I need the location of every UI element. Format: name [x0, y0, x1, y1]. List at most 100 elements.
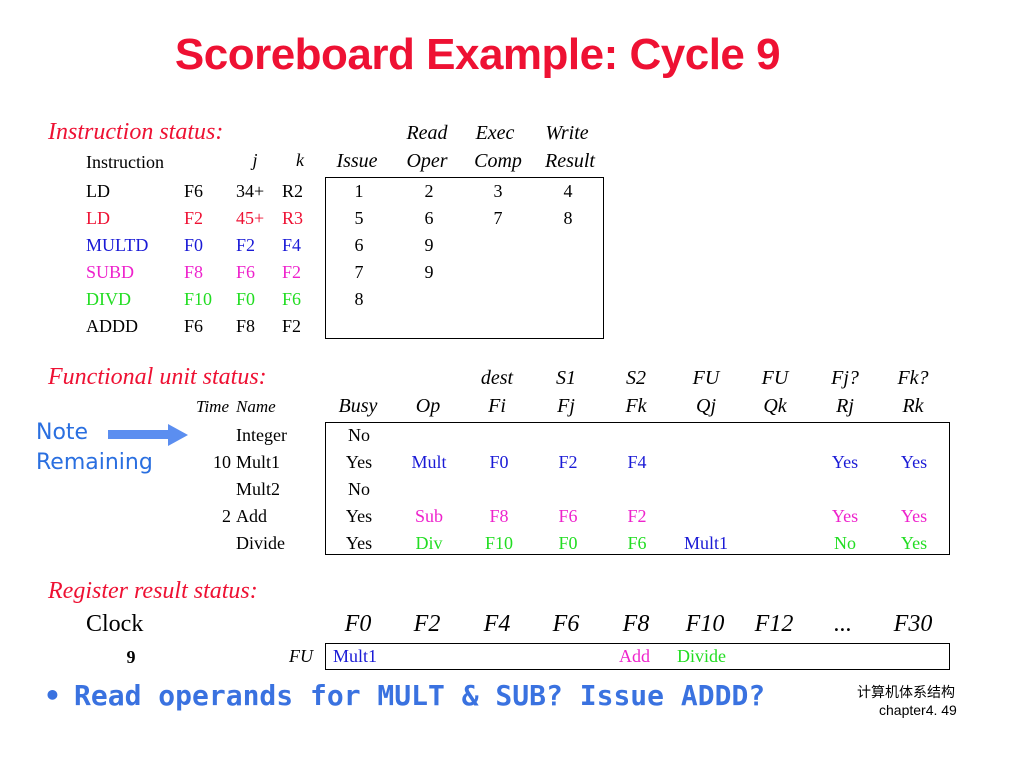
instr-cell-k: F2: [282, 262, 302, 282]
fu-cell-rk: Yes: [900, 533, 928, 553]
instr-cell-k: R2: [282, 181, 304, 201]
fu-cell-time: 10: [213, 452, 231, 472]
fu-cell-fk: F4: [627, 452, 647, 472]
fu-hdr-fu2: FU: [761, 367, 789, 389]
instr-cell-j: 45+: [236, 208, 265, 228]
instr-cell-k: F6: [282, 289, 302, 309]
clock-value: 9: [126, 647, 136, 667]
fu-hdr-s2: S2: [626, 367, 646, 389]
instr-cell-j: F8: [236, 316, 256, 336]
instr-cell-issue: 6: [354, 235, 364, 255]
fu-cell-rk: Yes: [900, 452, 928, 472]
remaining-label: Remaining: [36, 450, 153, 475]
instr-cell-issue: 1: [354, 181, 364, 201]
instr-cell-exec: 7: [493, 208, 503, 228]
fu-hdr-busy: Busy: [338, 395, 378, 417]
register-header: F30: [893, 611, 933, 637]
hdr-read: Read: [406, 122, 448, 144]
instr-cell-op: SUBD: [86, 262, 135, 282]
instr-cell-op: MULTD: [86, 235, 149, 255]
fu-cell-busy: No: [348, 479, 370, 499]
fu-hdr-time: Time: [195, 397, 229, 416]
fu-cell-rj: Yes: [831, 452, 859, 472]
instr-cell-j: F0: [236, 289, 256, 309]
register-result-box: [325, 643, 950, 670]
instr-cell-issue: 7: [354, 262, 364, 282]
fu-cell-op: Sub: [414, 506, 444, 526]
fu-cell-name: Mult2: [236, 479, 281, 499]
fu-hdr-fi: Fi: [488, 395, 506, 417]
fu-hdr-fu1: FU: [692, 367, 720, 389]
instr-cell-dest: F0: [184, 235, 204, 255]
instr-cell-j: 34+: [236, 181, 265, 201]
register-header: F2: [413, 611, 441, 637]
register-value: Divide: [677, 646, 726, 666]
fu-hdr-fk2: Fk: [625, 395, 647, 417]
register-result-heading: Register result status:: [48, 578, 258, 604]
instr-cell-dest: F2: [184, 208, 204, 228]
fu-cell-rj: No: [834, 533, 856, 553]
instr-cell-issue: 8: [354, 289, 364, 309]
arrow-right-icon: [108, 424, 188, 446]
footer-page: chapter4. 49: [879, 702, 957, 718]
fu-cell-qj: Mult1: [683, 533, 729, 553]
footer-course: 计算机体系结构: [857, 684, 955, 700]
fu-cell-fk: F6: [627, 533, 647, 553]
instr-cell-read: 9: [424, 262, 434, 282]
register-header: ...: [834, 611, 852, 637]
fu-cell-fj: F6: [558, 506, 578, 526]
note-label: Note: [36, 420, 89, 445]
register-header: F4: [483, 611, 511, 637]
fu-cell-rk: Yes: [900, 506, 928, 526]
instr-cell-j: F6: [236, 262, 256, 282]
instr-cell-write: 8: [563, 208, 573, 228]
fu-hdr-rj: Rj: [836, 395, 854, 417]
instr-cell-dest: F10: [184, 289, 213, 309]
fu-cell-name: Mult1: [236, 452, 281, 472]
fu-cell-fj: F2: [558, 452, 578, 472]
instr-cell-j: F2: [236, 235, 256, 255]
instr-cell-issue: 5: [354, 208, 364, 228]
fu-cell-name: Divide: [236, 533, 285, 553]
hdr-instruction: Instruction: [86, 152, 164, 172]
instruction-status-box: [325, 177, 604, 339]
fu-cell-busy: No: [348, 425, 370, 445]
instr-cell-read: 9: [424, 235, 434, 255]
instr-cell-write: 4: [563, 181, 573, 201]
register-header: F0: [344, 611, 372, 637]
fu-cell-op: Mult: [411, 452, 447, 472]
instr-cell-read: 6: [424, 208, 434, 228]
instr-cell-k: R3: [282, 208, 304, 228]
instr-cell-dest: F8: [184, 262, 204, 282]
fu-hdr-s1: S1: [556, 367, 576, 389]
instr-cell-exec: 3: [493, 181, 503, 201]
fu-cell-fi: F8: [489, 506, 509, 526]
fu-hdr-fj: Fj?: [831, 367, 859, 389]
instr-cell-op: DIVD: [86, 289, 131, 309]
bullet-marker: •: [44, 679, 61, 712]
instr-cell-k: F4: [282, 235, 302, 255]
instr-cell-op: ADDD: [86, 316, 138, 336]
bullet-question: Read operands for MULT & SUB? Issue ADDD…: [74, 679, 766, 712]
functional-unit-box: [325, 422, 950, 555]
fu-cell-time: 2: [222, 506, 231, 526]
instr-cell-read: 2: [424, 181, 434, 201]
hdr-exec: Exec: [475, 122, 515, 144]
fu-cell-name: Add: [236, 506, 267, 526]
hdr-j: j: [252, 150, 258, 170]
fu-cell-busy: Yes: [345, 452, 373, 472]
fu-hdr-fj2: Fj: [557, 395, 575, 417]
hdr-write: Write: [545, 122, 589, 144]
fu-hdr-rk: Rk: [902, 395, 924, 417]
fu-cell-op: Div: [415, 533, 443, 553]
fu-label: FU: [289, 646, 313, 666]
hdr-oper: Oper: [406, 150, 448, 172]
register-value: Add: [619, 646, 650, 666]
fu-hdr-op: Op: [415, 395, 441, 417]
register-header: F10: [685, 611, 725, 637]
fu-hdr-fk: Fk?: [897, 367, 929, 389]
hdr-comp: Comp: [474, 150, 522, 172]
fu-hdr-dest: dest: [480, 367, 514, 389]
functional-unit-heading: Functional unit status:: [48, 364, 267, 390]
fu-hdr-qk: Qk: [763, 395, 787, 417]
